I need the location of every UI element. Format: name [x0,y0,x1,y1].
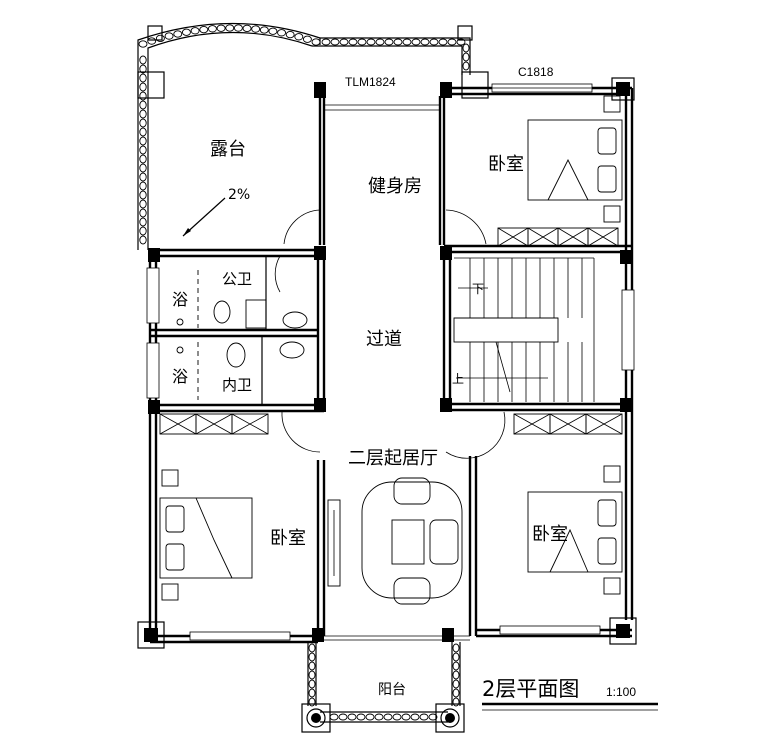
bed-ne [527,95,623,223]
stair-down-label: 下 [472,282,484,296]
plan-scale: 1:100 [606,685,636,699]
bathroom-fixtures [176,270,308,400]
room-label-terrace: 露台 [210,139,246,160]
room-label-corridor: 过道 [366,329,402,350]
door-code-label: TLM1824 [345,75,396,89]
room-label-bath-lower: 浴 [172,367,188,386]
stair-up-label: 上 [452,372,464,386]
room-label-bedroom-se: 卧室 [532,524,568,545]
room-label-bedroom-ne: 卧室 [488,154,524,175]
staircase [453,257,595,402]
window-code-label: C1818 [518,65,554,79]
room-label-balcony: 阳台 [378,682,406,698]
room-label-public-wc: 公卫 [222,270,252,288]
slope-label: 2% [228,187,250,203]
exterior-walls [146,77,635,644]
bed-sw [159,469,253,601]
room-label-bath-upper: 浴 [172,290,188,309]
doors [274,209,506,459]
balcony-balustrade [301,642,465,733]
plan-title: 2层平面图 [482,677,579,701]
slope-arrow [182,197,226,237]
title-block: 2层平面图 1:100 [482,677,658,711]
room-label-private-wc: 内卫 [222,376,252,394]
bed-se [527,465,623,595]
wardrobes [159,227,623,435]
room-label-living: 二层起居厅 [348,448,438,469]
room-label-gym: 健身房 [368,176,422,197]
columns [137,246,637,649]
room-label-bedroom-sw: 卧室 [270,528,306,549]
sofa-set [327,477,463,605]
terrace-balustrade [137,22,489,250]
